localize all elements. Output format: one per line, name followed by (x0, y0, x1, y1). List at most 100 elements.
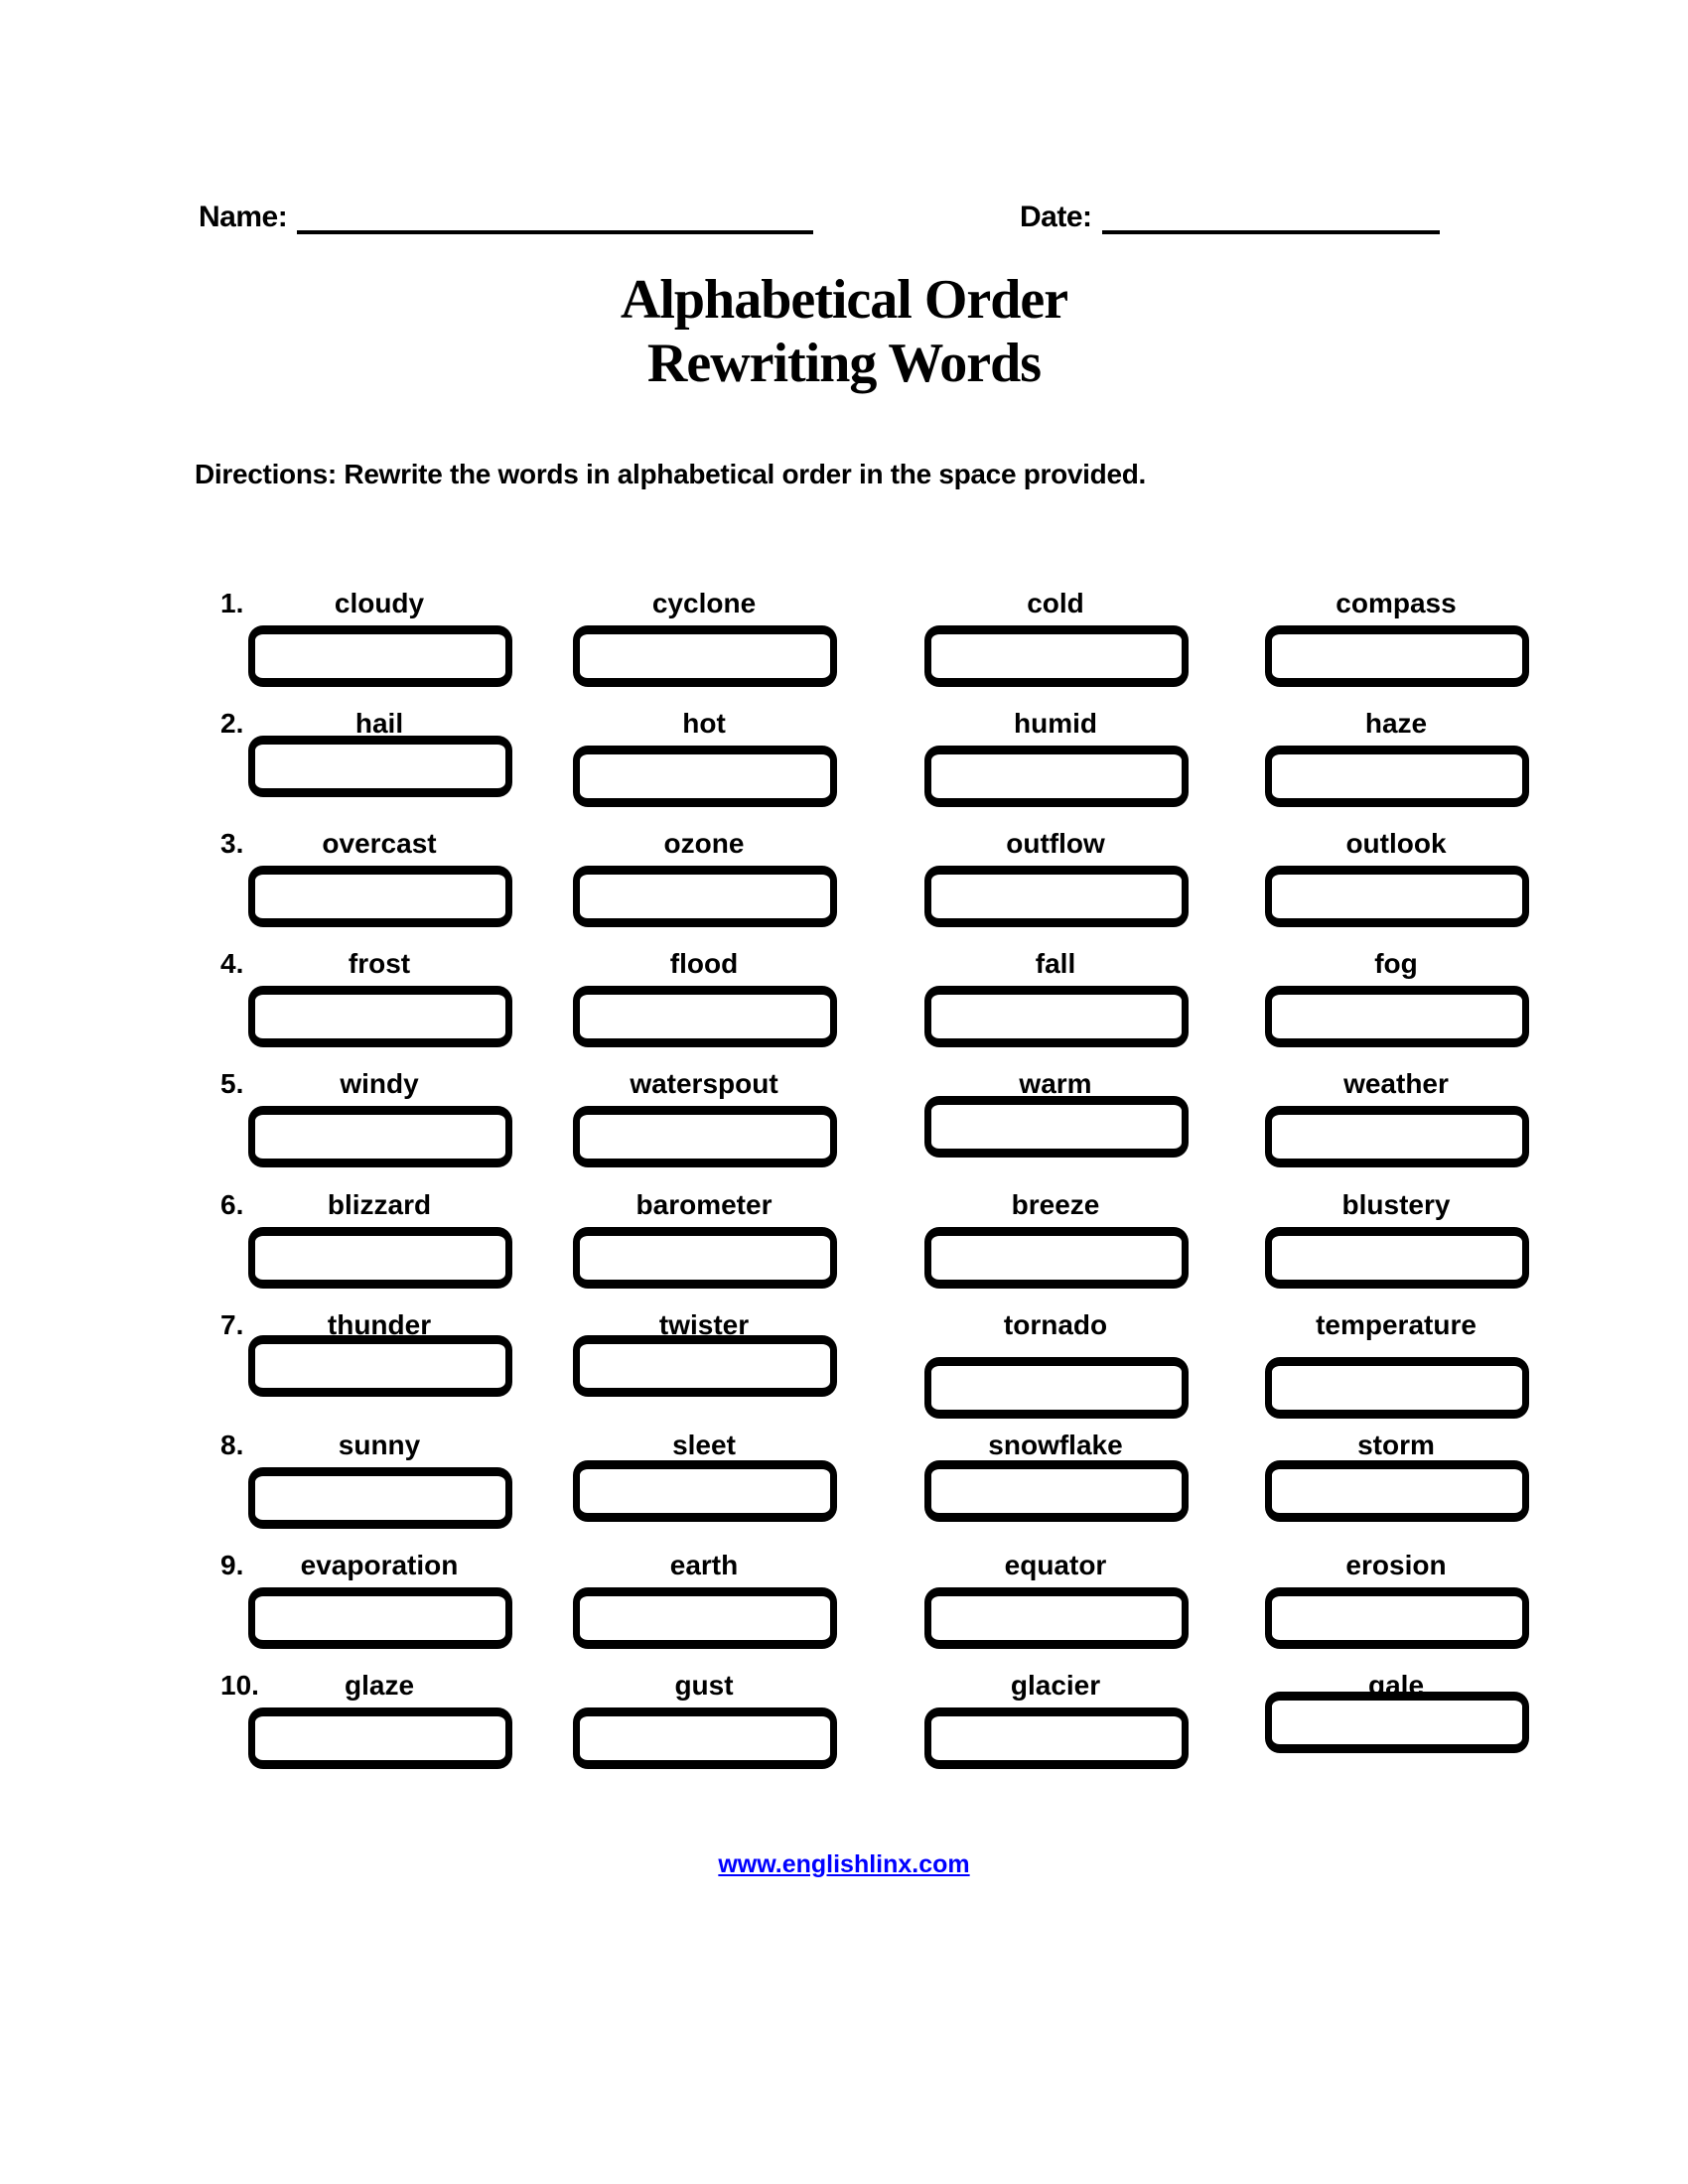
word-row-1: 1. cloudy cyclone cold compass (0, 584, 1688, 623)
word-label: frost (348, 948, 411, 979)
word-label: gust (674, 1670, 734, 1701)
answer-box[interactable] (1265, 1357, 1529, 1419)
word-label: outflow (1006, 828, 1105, 859)
answer-box[interactable] (1265, 1587, 1529, 1649)
word-label: cold (1027, 588, 1084, 618)
word-label: haze (1364, 708, 1428, 739)
answer-box[interactable] (248, 1467, 512, 1529)
answer-box[interactable] (924, 1707, 1189, 1769)
word-label: storm (1357, 1430, 1435, 1460)
name-blank-line[interactable] (297, 201, 814, 234)
answer-box[interactable] (1265, 1106, 1529, 1167)
word-label: flood (669, 948, 739, 979)
answer-box[interactable] (573, 746, 837, 807)
answer-box[interactable] (1265, 625, 1529, 687)
word-label: tornado (1003, 1309, 1108, 1340)
word-label: temperature (1316, 1309, 1477, 1340)
footer-link[interactable]: www.englishlinx.com (718, 1850, 970, 1878)
word-row-10: 10. glaze gust glacier gale (0, 1666, 1688, 1706)
word-label: blizzard (327, 1189, 432, 1220)
answer-box[interactable] (1265, 1692, 1529, 1753)
answer-box[interactable] (1265, 986, 1529, 1047)
answer-box[interactable] (573, 1707, 837, 1769)
footer: www.englishlinx.com (0, 1850, 1688, 1879)
answer-box[interactable] (248, 1335, 512, 1397)
word-row-5: 5. windy waterspout warm weather (0, 1064, 1688, 1104)
word-row-3: 3. overcast ozone outflow outlook (0, 824, 1688, 864)
word-label: fog (1374, 948, 1418, 979)
word-label: waterspout (630, 1068, 778, 1099)
word-label: humid (1014, 708, 1097, 739)
row-number: 7. (220, 1309, 244, 1340)
answer-box[interactable] (248, 736, 512, 797)
answer-box[interactable] (1265, 1460, 1529, 1522)
answer-box[interactable] (924, 1587, 1189, 1649)
word-label: sunny (338, 1430, 421, 1460)
directions-text: Directions: Rewrite the words in alphabe… (195, 459, 1147, 489)
date-field: Date: (1020, 201, 1440, 234)
answer-box[interactable] (573, 1335, 837, 1397)
word-label: glaze (344, 1670, 415, 1701)
answer-box[interactable] (573, 625, 837, 687)
answer-box[interactable] (573, 1460, 837, 1522)
answer-box[interactable] (248, 1227, 512, 1289)
answer-box[interactable] (573, 1227, 837, 1289)
word-label: equator (1004, 1550, 1107, 1580)
row-number: 10. (220, 1670, 259, 1701)
row-number: 9. (220, 1550, 244, 1580)
row-number: 6. (220, 1189, 244, 1220)
answer-box[interactable] (573, 1587, 837, 1649)
word-label: fall (1035, 948, 1076, 979)
word-label: windy (340, 1068, 419, 1099)
answer-box[interactable] (924, 625, 1189, 687)
word-label: warm (1019, 1068, 1092, 1099)
name-field-label: Name: (199, 201, 288, 233)
worksheet-title-line2: Rewriting Words (646, 333, 1042, 394)
word-label: sleet (672, 1430, 736, 1460)
word-label: evaporation (300, 1550, 459, 1580)
answer-box[interactable] (248, 1707, 512, 1769)
word-label: thunder (327, 1309, 432, 1340)
answer-box[interactable] (1265, 746, 1529, 807)
answer-box[interactable] (1265, 866, 1529, 927)
answer-box[interactable] (248, 1106, 512, 1167)
word-row-9: 9. evaporation earth equator erosion (0, 1546, 1688, 1585)
answer-box[interactable] (248, 1587, 512, 1649)
word-label: barometer (635, 1189, 773, 1220)
answer-box[interactable] (248, 625, 512, 687)
answer-box[interactable] (924, 866, 1189, 927)
answer-box[interactable] (924, 1096, 1189, 1158)
word-row-2: 2. hail hot humid haze (0, 704, 1688, 744)
word-label: compass (1336, 588, 1457, 618)
word-row-8: 8. sunny sleet snowflake storm (0, 1426, 1688, 1465)
answer-box[interactable] (573, 986, 837, 1047)
word-row-6: 6. blizzard barometer breeze blustery (0, 1185, 1688, 1225)
word-label: glacier (1010, 1670, 1101, 1701)
date-field-label: Date: (1020, 201, 1092, 233)
answer-box[interactable] (1265, 1227, 1529, 1289)
word-row-4: 4. frost flood fall fog (0, 944, 1688, 984)
row-number: 8. (220, 1430, 244, 1460)
answer-box[interactable] (924, 1460, 1189, 1522)
name-field: Name: (199, 201, 814, 234)
answer-box[interactable] (573, 1106, 837, 1167)
answer-box[interactable] (924, 986, 1189, 1047)
word-row-7: 7. thunder twister tornado temperature (0, 1305, 1688, 1345)
answer-box[interactable] (924, 746, 1189, 807)
row-number: 5. (220, 1068, 244, 1099)
answer-box[interactable] (573, 866, 837, 927)
answer-box[interactable] (924, 1357, 1189, 1419)
answer-box[interactable] (248, 866, 512, 927)
answer-box[interactable] (924, 1227, 1189, 1289)
worksheet-title-line1: Alphabetical Order (620, 269, 1068, 331)
answer-box[interactable] (248, 986, 512, 1047)
word-label: blustery (1341, 1189, 1451, 1220)
word-label: cyclone (651, 588, 757, 618)
date-blank-line[interactable] (1101, 201, 1440, 234)
word-label: erosion (1345, 1550, 1447, 1580)
word-label: hot (682, 708, 726, 739)
word-label: breeze (1011, 1189, 1100, 1220)
row-number: 2. (220, 708, 244, 739)
word-label: snowflake (988, 1430, 1123, 1460)
